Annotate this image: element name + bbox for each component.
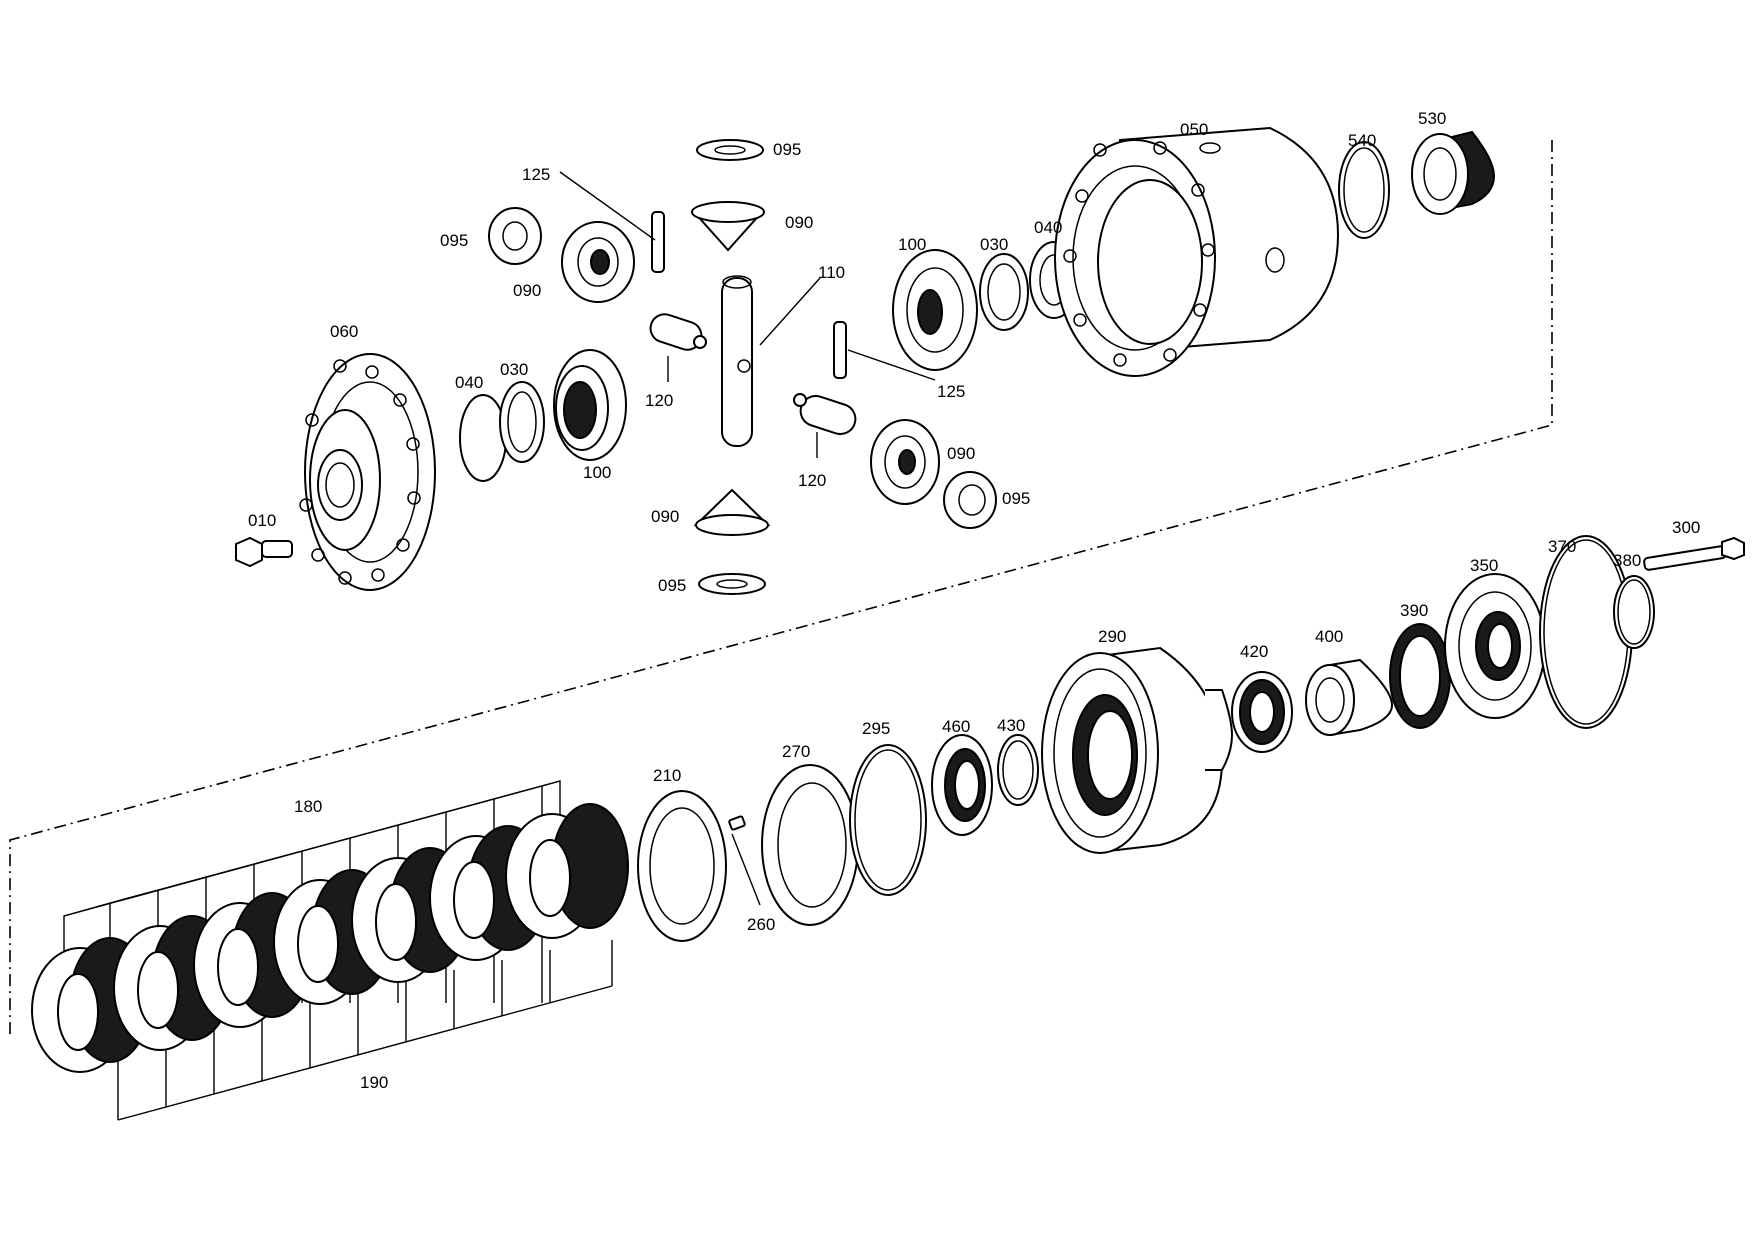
part-010-bolt xyxy=(235,536,293,568)
assembly-axis-line xyxy=(9,140,1553,1035)
label-125-left: 125 xyxy=(522,165,550,184)
part-125-pin-left xyxy=(651,211,665,273)
label-095-bottom: 095 xyxy=(658,576,686,595)
label-260: 260 xyxy=(747,915,775,934)
bracket-180-top xyxy=(63,780,561,917)
label-090-bottom: 090 xyxy=(651,507,679,526)
label-180: 180 xyxy=(294,797,322,816)
label-060: 060 xyxy=(330,322,358,341)
part-090-pinion-upper-left xyxy=(561,221,635,303)
part-290-drum xyxy=(1041,646,1234,854)
part-095-washer-top xyxy=(696,139,764,161)
label-110: 110 xyxy=(818,263,845,282)
label-295: 295 xyxy=(862,719,890,738)
part-120-spacer-right xyxy=(793,393,857,436)
part-210-end-plate xyxy=(637,790,727,942)
label-390: 390 xyxy=(1400,601,1428,620)
label-040-right: 040 xyxy=(1034,218,1062,237)
part-420-spring xyxy=(1231,671,1293,753)
part-295-ring xyxy=(849,744,927,896)
label-210: 210 xyxy=(653,766,681,785)
part-030-shim-left xyxy=(499,381,545,463)
part-300-bolt xyxy=(1643,536,1745,571)
label-090-right: 090 xyxy=(947,444,975,463)
label-120-right: 120 xyxy=(798,471,826,490)
label-095-top: 095 xyxy=(773,140,801,159)
label-430: 430 xyxy=(997,716,1025,735)
part-040-thrust-washer-left xyxy=(459,394,507,482)
label-090-left: 090 xyxy=(513,281,541,300)
label-100-right: 100 xyxy=(898,235,926,254)
label-030-left: 030 xyxy=(500,360,528,379)
label-420: 420 xyxy=(1240,642,1268,661)
part-100-side-gear-right xyxy=(892,249,978,371)
part-400-sleeve xyxy=(1305,658,1394,737)
label-040-left: 040 xyxy=(455,373,483,392)
part-460-seal xyxy=(931,734,993,836)
label-100-left: 100 xyxy=(583,463,611,482)
part-090-pinion-right xyxy=(870,419,940,505)
leader-lines xyxy=(559,171,936,906)
part-095-washer-right xyxy=(943,471,997,529)
part-270-spring-disc xyxy=(761,764,859,926)
part-060-housing-half xyxy=(299,353,436,591)
label-370: 370 xyxy=(1548,537,1576,556)
part-number-labels: 010 060 040 030 100 095 090 125 095 090 … xyxy=(248,109,1700,1092)
part-120-spacer-left xyxy=(649,313,707,351)
label-270: 270 xyxy=(782,742,810,761)
part-095-washer-upper-left xyxy=(488,207,542,265)
label-300: 300 xyxy=(1672,518,1700,537)
clutch-disc-stack xyxy=(31,803,629,1073)
part-430-snap-ring xyxy=(997,734,1039,806)
label-095-right: 095 xyxy=(1002,489,1030,508)
label-120-left: 120 xyxy=(645,391,673,410)
label-125-right: 125 xyxy=(937,382,965,401)
part-100-side-gear-left xyxy=(553,349,627,461)
label-540: 540 xyxy=(1348,131,1376,150)
label-030-right: 030 xyxy=(980,235,1008,254)
label-350: 350 xyxy=(1470,556,1498,575)
label-290: 290 xyxy=(1098,627,1126,646)
label-190: 190 xyxy=(360,1073,388,1092)
label-010: 010 xyxy=(248,511,276,530)
part-090-pinion-bottom xyxy=(693,488,771,536)
bracket-190-ticks xyxy=(117,940,613,1120)
part-050-differential-housing xyxy=(1054,126,1340,377)
label-380: 380 xyxy=(1613,551,1641,570)
label-090-top: 090 xyxy=(785,213,813,232)
bracket-190-bottom xyxy=(117,985,613,1121)
label-530: 530 xyxy=(1418,109,1446,128)
label-050: 050 xyxy=(1180,120,1208,139)
part-030-shim-right xyxy=(979,253,1029,331)
part-540-ring xyxy=(1338,141,1390,239)
label-460: 460 xyxy=(942,717,970,736)
part-380-o-ring xyxy=(1613,575,1655,649)
part-350-cover xyxy=(1444,573,1546,719)
part-125-pin-right xyxy=(833,321,847,379)
part-090-pinion-top xyxy=(691,201,765,252)
part-530-roller-bearing xyxy=(1411,130,1496,215)
part-260-key xyxy=(728,815,746,831)
label-400: 400 xyxy=(1315,627,1343,646)
part-095-washer-bottom xyxy=(698,573,766,595)
label-095-left: 095 xyxy=(440,231,468,250)
part-110-cross-shaft xyxy=(721,275,753,447)
